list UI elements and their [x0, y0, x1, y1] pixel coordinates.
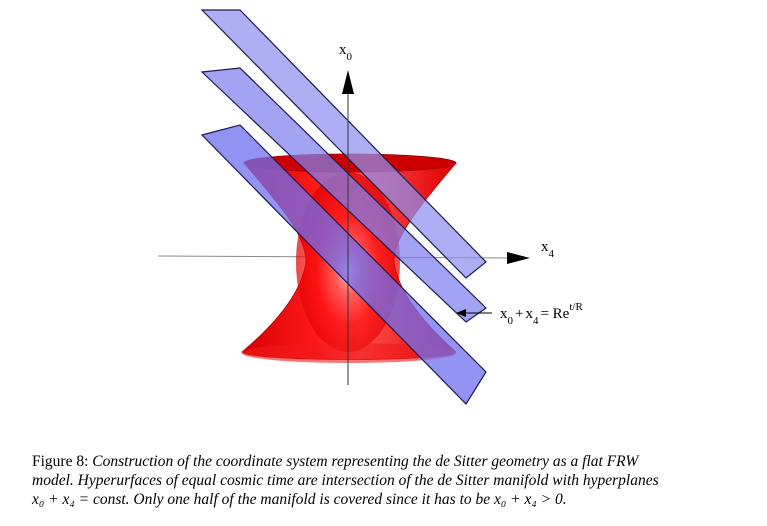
- caption-line-1: Figure 8: Construction of the coordinate…: [32, 452, 744, 471]
- caption-text-1: Construction of the coordinate system re…: [92, 453, 639, 470]
- caption-line-3: x₀ + x₄ = const. Only one half of the ma…: [32, 491, 567, 508]
- hyperplanes: [200, 9, 487, 405]
- caption-line-2: model. Hyperurfaces of equal cosmic time…: [32, 472, 659, 489]
- figure-caption: Figure 8: Construction of the coordinate…: [32, 452, 744, 509]
- hyperplane-bottom: [200, 124, 487, 405]
- de-sitter-figure: x0 x4 x0+x4= Ret/R: [157, 9, 583, 405]
- hyperplane-top: [200, 9, 487, 279]
- x4-axis-arrowhead: [507, 252, 530, 264]
- hyperplane-middle: [200, 67, 487, 323]
- manifold-bottom-rim: [242, 343, 456, 363]
- caption-lead: Figure 8:: [32, 453, 93, 470]
- x0-axis-label: x0: [339, 42, 353, 63]
- x0-axis-arrowhead: [342, 70, 354, 94]
- equation-pointer-head: [456, 309, 466, 317]
- x4-axis-label: x4: [541, 239, 555, 260]
- equation-label: x0+x4= Ret/R: [500, 301, 583, 327]
